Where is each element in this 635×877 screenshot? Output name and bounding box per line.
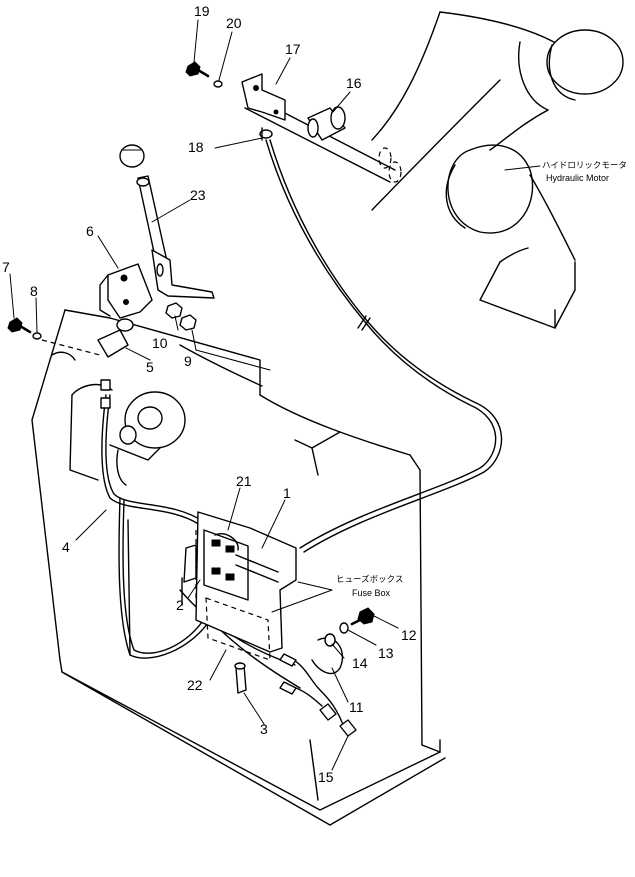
upper-bracket-assembly	[185, 61, 402, 183]
callout-labels: 19 20 17 16 18 23 6 7 8 10 9 5 21 1 4 2 …	[2, 3, 417, 785]
callout-22: 22	[187, 677, 203, 693]
callout-15: 15	[318, 769, 334, 785]
callout-14: 14	[352, 655, 368, 671]
wire-harness	[101, 139, 503, 689]
callout-1: 1	[283, 485, 291, 501]
fuse-box-caption-en: Fuse Box	[352, 588, 391, 598]
callout-12: 12	[401, 627, 417, 643]
callout-18: 18	[188, 139, 204, 155]
console-panel	[31, 309, 446, 826]
callout-6: 6	[86, 223, 94, 239]
callout-23: 23	[190, 187, 206, 203]
callout-17: 17	[285, 41, 301, 57]
callout-7: 7	[2, 259, 10, 275]
callout-4: 4	[62, 539, 70, 555]
fuse-box-caption-jp: ヒューズボックス	[336, 574, 403, 584]
callout-5: 5	[146, 359, 154, 375]
hydraulic-motor-caption-jp: ハイドロリックモータ	[542, 160, 627, 170]
callout-10: 10	[152, 335, 168, 351]
leader-lines	[9, 19, 399, 771]
callout-13: 13	[378, 645, 394, 661]
callout-8: 8	[30, 283, 38, 299]
callout-3: 3	[260, 721, 268, 737]
lever-assembly	[7, 144, 215, 409]
lower-parts	[234, 607, 375, 737]
fuse-box-assembly	[181, 511, 297, 661]
callout-2: 2	[176, 597, 184, 613]
hydraulic-motor	[371, 11, 624, 329]
blower-unit	[109, 391, 186, 486]
callout-9: 9	[184, 353, 192, 369]
callout-19: 19	[194, 3, 210, 19]
callout-16: 16	[346, 75, 362, 91]
callout-11: 11	[349, 699, 364, 715]
callout-21: 21	[236, 473, 252, 489]
callout-20: 20	[226, 15, 242, 31]
captions: ハイドロリックモータ Hydraulic Motor ヒューズボックス Fuse…	[336, 160, 627, 598]
hydraulic-motor-caption-en: Hydraulic Motor	[546, 173, 609, 183]
